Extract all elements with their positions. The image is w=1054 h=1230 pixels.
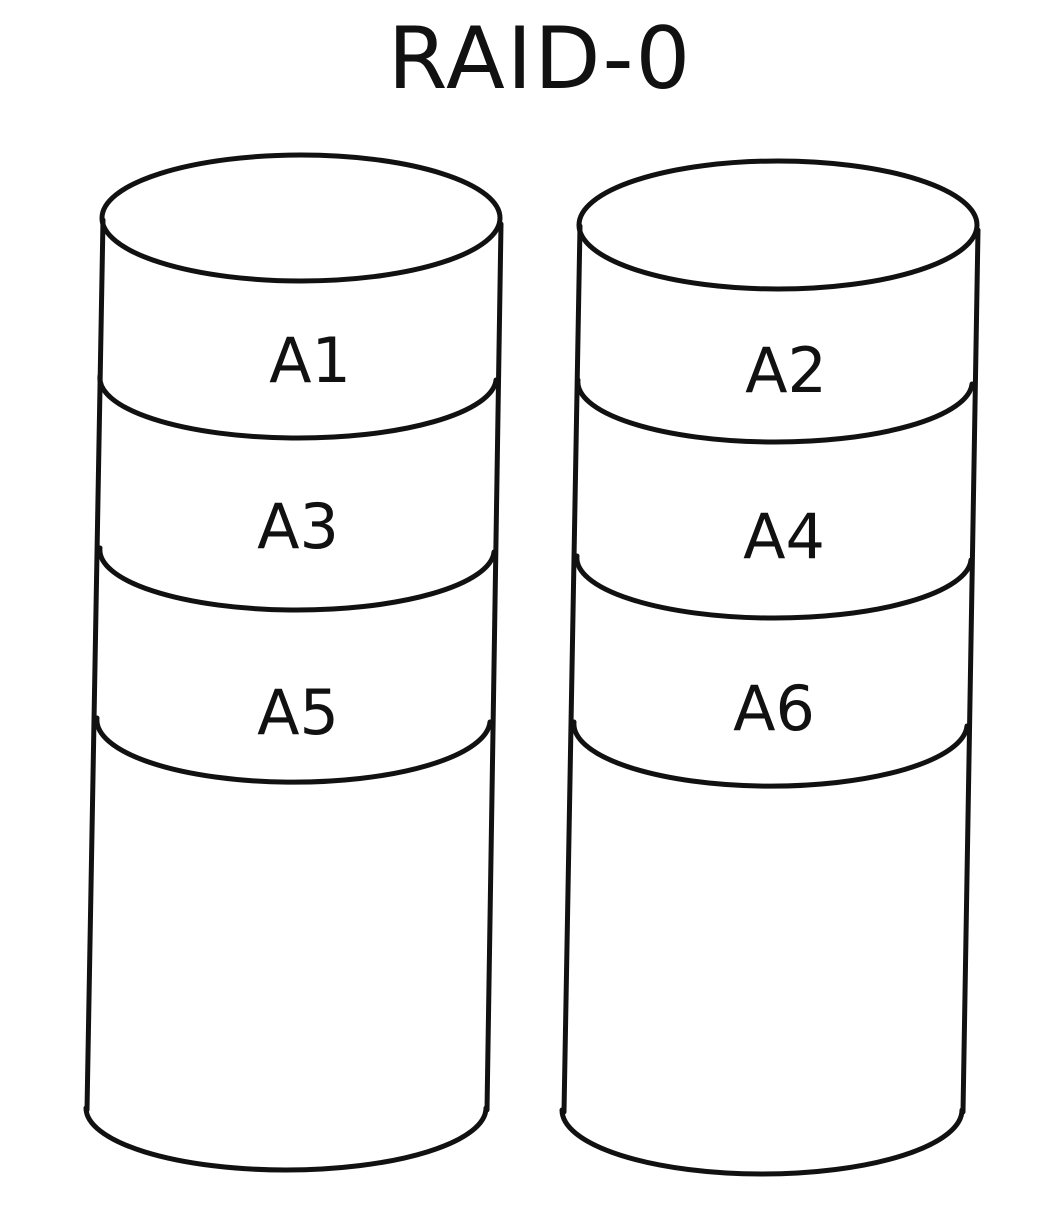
disk-1-top — [99, 152, 503, 284]
disk-2-block-2: A4 — [743, 500, 825, 573]
disk-2-block-1: A2 — [745, 334, 827, 407]
disk-1-block-2: A3 — [257, 490, 339, 563]
disk-2-block-3: A6 — [733, 672, 815, 745]
diagram-title: RAID-0 — [388, 9, 692, 109]
disk-1: A1 A3 A5 — [83, 152, 504, 1173]
disk-1-block-1: A1 — [269, 324, 351, 397]
disk-2-top — [576, 158, 980, 292]
disk-1-block-3: A5 — [257, 676, 339, 749]
disk-2: A2 A4 A6 — [559, 158, 981, 1177]
